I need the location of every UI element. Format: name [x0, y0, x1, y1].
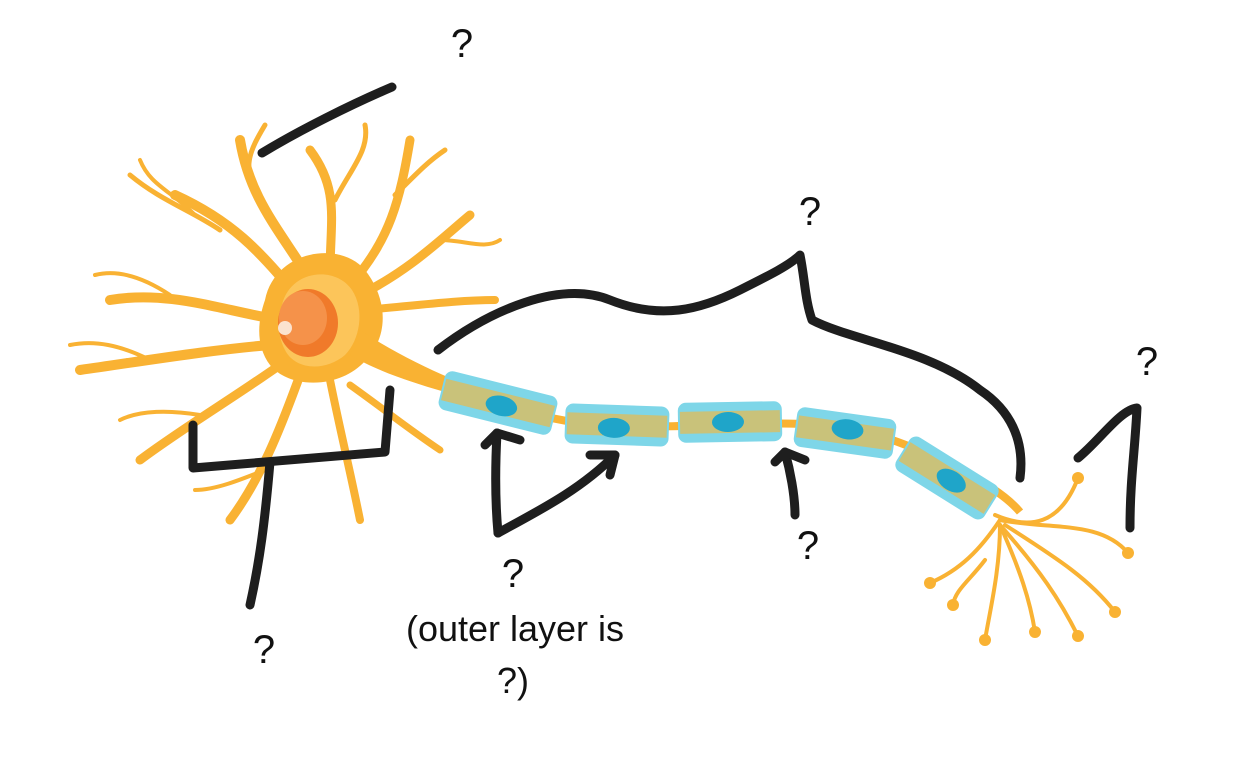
terminal-bulbs [924, 472, 1134, 646]
label-dendrites: ? [450, 22, 474, 66]
terminal-bracket [1073, 403, 1142, 533]
cell-body-bracket [188, 385, 395, 473]
annotations [188, 82, 1142, 610]
myelin-arrow-1-head [480, 428, 525, 450]
axon-brace [433, 250, 1026, 483]
myelin-sheath [438, 371, 999, 520]
myelin-arrow-2-head [585, 450, 620, 480]
node-arrow-head [770, 447, 810, 467]
label-cell-body: ? [252, 628, 276, 672]
nucleus [278, 289, 338, 357]
axon-terminals [928, 476, 1130, 642]
label-node-of-ranvier: ? [796, 524, 820, 568]
dendrites-pointer-line [257, 82, 397, 158]
myelin-arrow-1 [491, 428, 503, 538]
node-arrow [780, 447, 800, 520]
label-myelin-sheath: ? [501, 552, 525, 596]
cell-body-pointer [245, 457, 275, 610]
myelin-arrow-2 [493, 450, 620, 538]
label-axon-terminals: ? [1135, 340, 1159, 384]
label-axon: ? [798, 190, 822, 234]
myelin-note-line1: (outer layer is [405, 608, 625, 649]
myelin-note-line2: ?) [496, 660, 530, 701]
